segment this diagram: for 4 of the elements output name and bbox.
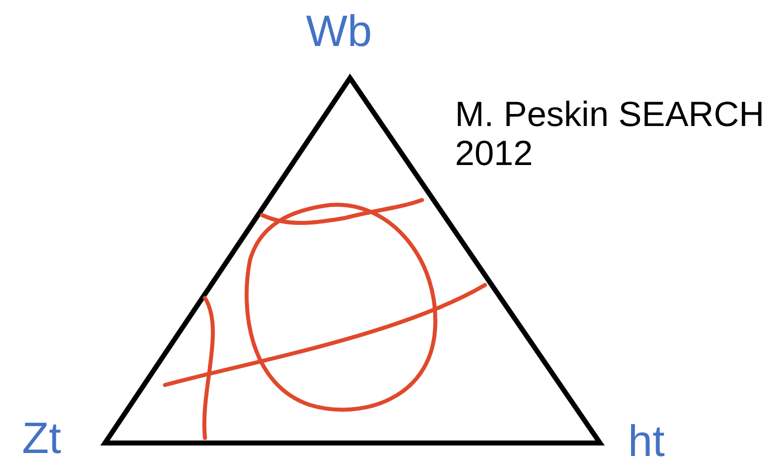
vertex-label: ht	[628, 418, 665, 466]
vertex-label: Zt	[22, 415, 62, 464]
vertex-label: Wb	[306, 8, 372, 56]
citation-note: M. Peskin SEARCH 2012	[455, 96, 766, 173]
